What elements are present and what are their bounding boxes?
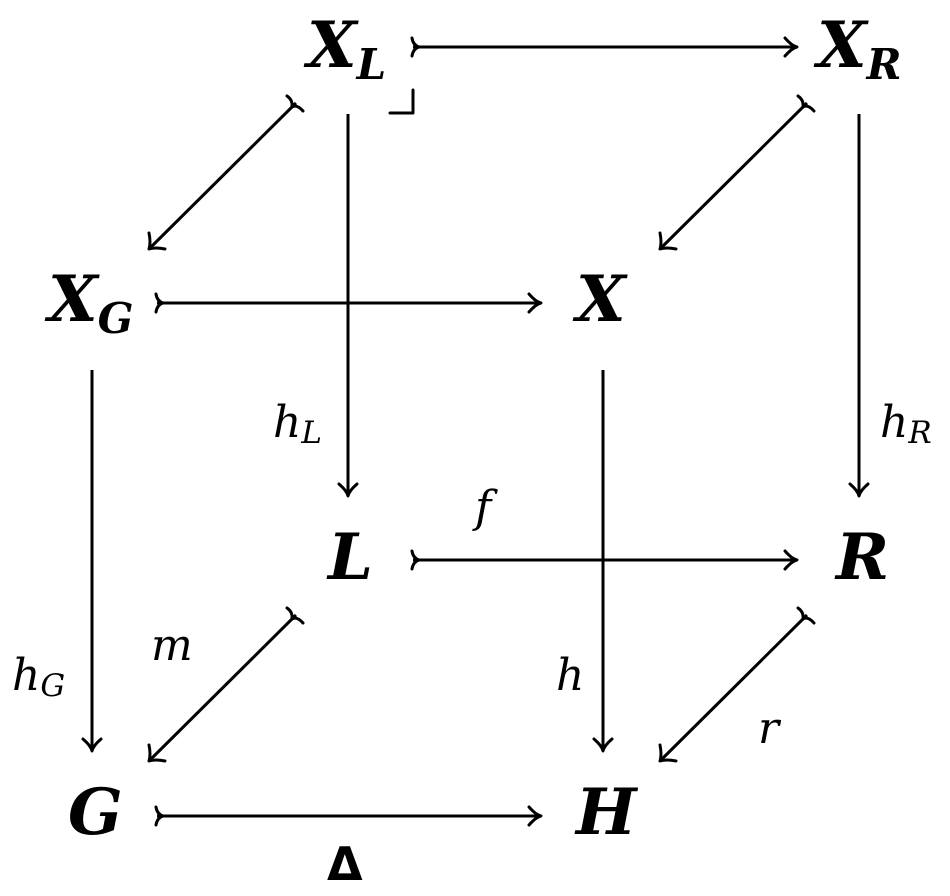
label-hl-main: h <box>273 397 301 448</box>
pullback-corner-mark <box>388 88 415 115</box>
label-hr-sub: R <box>907 415 931 451</box>
objects: XL XR XG X L R G H <box>44 8 902 850</box>
object-xg-sub: G <box>98 294 134 343</box>
object-xg: XG <box>44 262 134 343</box>
mono-tail-g-h <box>154 805 165 827</box>
object-xr-main: X <box>813 8 869 83</box>
object-l: L <box>326 520 373 595</box>
label-delta: Δ <box>327 837 363 891</box>
arrows <box>90 45 861 818</box>
object-xr-sub: R <box>866 40 902 89</box>
mono-tails <box>154 36 816 827</box>
object-xl: XL <box>303 8 386 89</box>
arrowheads <box>81 36 870 827</box>
arrow-r-to-h <box>659 613 809 762</box>
mono-tail-xl-xg <box>285 94 305 113</box>
mono-tail-xl-xr <box>410 36 421 58</box>
object-h: H <box>574 775 639 850</box>
arrowhead-g-h <box>527 805 543 827</box>
arrowhead-xl-l <box>337 482 359 498</box>
arrowhead-xg-g <box>81 737 103 753</box>
arrowhead-xr-r <box>848 482 870 498</box>
arrowhead-l-r <box>783 549 799 571</box>
arrow-xr-to-x <box>659 101 809 250</box>
label-r: r <box>758 703 782 754</box>
mono-tail-xg-x <box>154 292 165 314</box>
arrowhead-l-g <box>147 743 167 763</box>
label-hg: hG <box>12 650 65 704</box>
arrowhead-xr-x <box>658 231 678 251</box>
arrowhead-xl-xg <box>147 231 167 251</box>
object-x: X <box>572 262 628 337</box>
label-hl: hL <box>273 397 322 451</box>
label-f: f <box>472 482 498 533</box>
arrowhead-xl-xr <box>783 36 799 58</box>
label-hg-sub: G <box>40 668 65 704</box>
mono-tail-xr-x <box>796 94 816 113</box>
label-hl-sub: L <box>300 415 322 451</box>
label-hr: hR <box>880 397 932 451</box>
label-hg-main: h <box>12 650 40 701</box>
mono-tail-l-r <box>410 549 421 571</box>
arrow-xl-to-xg <box>148 101 298 250</box>
object-g: G <box>68 775 123 850</box>
label-m: m <box>151 620 193 671</box>
arrow-l-to-g <box>148 613 298 762</box>
object-r: R <box>834 520 889 595</box>
label-h: h <box>556 650 584 701</box>
arrowhead-x-h <box>592 737 614 753</box>
object-xr: XR <box>813 8 902 89</box>
object-xg-main: X <box>44 262 100 337</box>
object-xl-main: X <box>303 8 359 83</box>
arrowhead-xg-x <box>527 292 543 314</box>
arrowhead-r-h <box>658 743 678 763</box>
mono-tail-r-h <box>796 606 816 625</box>
label-hr-main: h <box>880 397 908 448</box>
mono-tail-l-g <box>285 606 305 625</box>
object-xl-sub: L <box>356 40 387 89</box>
